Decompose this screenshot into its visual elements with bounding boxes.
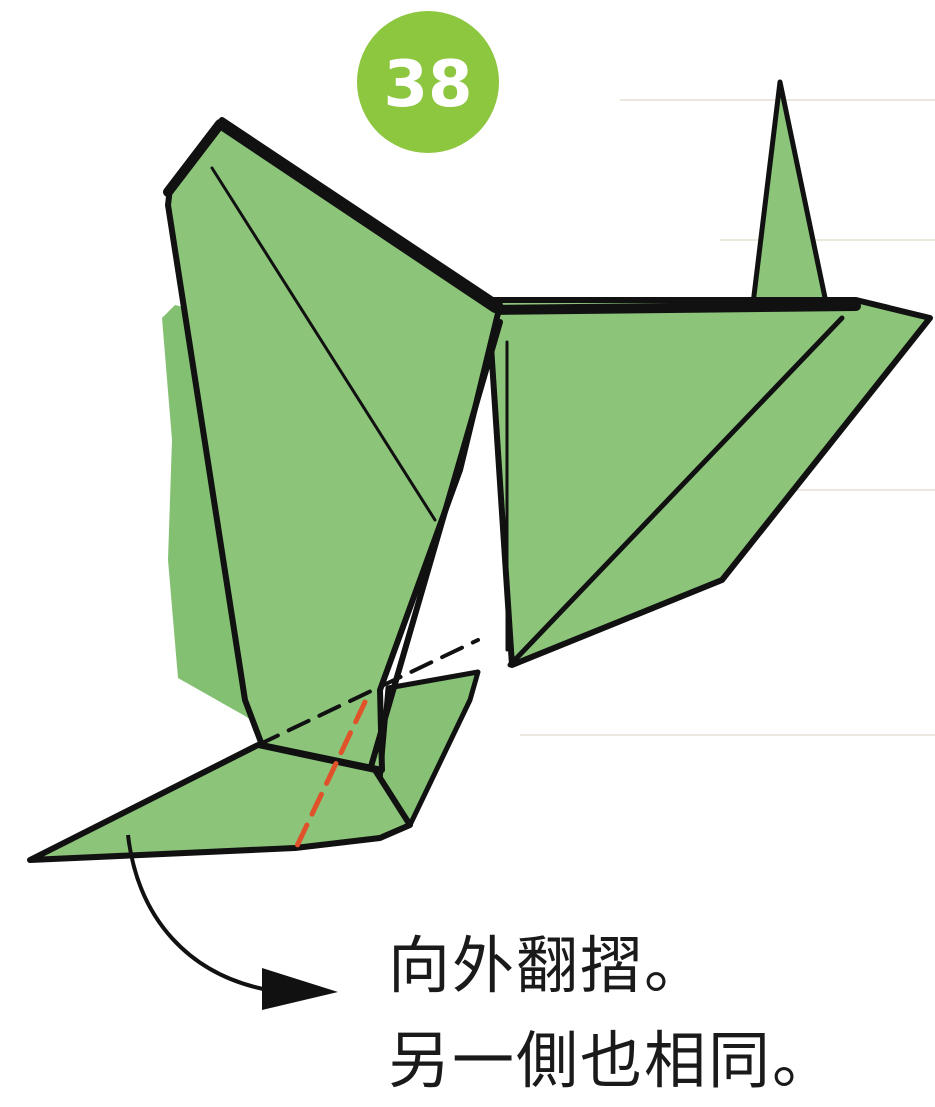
head-edge [367, 319, 503, 773]
head-crease [210, 166, 437, 522]
beak [27, 742, 413, 863]
wing-top-edge [483, 301, 861, 315]
curved-arrow-icon [126, 834, 338, 1010]
tail-spike [749, 79, 831, 315]
step-number: 38 [383, 48, 472, 122]
instruction-line-1: 向外翻摺。 [388, 929, 709, 1002]
hidden-fold-line [256, 638, 480, 747]
right-wing [485, 297, 933, 668]
origami-model [27, 79, 933, 863]
head-top-edge [163, 119, 500, 313]
instruction-line-2: 另一側也相同。 [388, 1024, 837, 1097]
outside-reverse-fold-line [294, 699, 368, 849]
step-badge-circle [357, 11, 499, 153]
step-badge: 38 [357, 11, 499, 153]
wing-crease [507, 315, 845, 668]
